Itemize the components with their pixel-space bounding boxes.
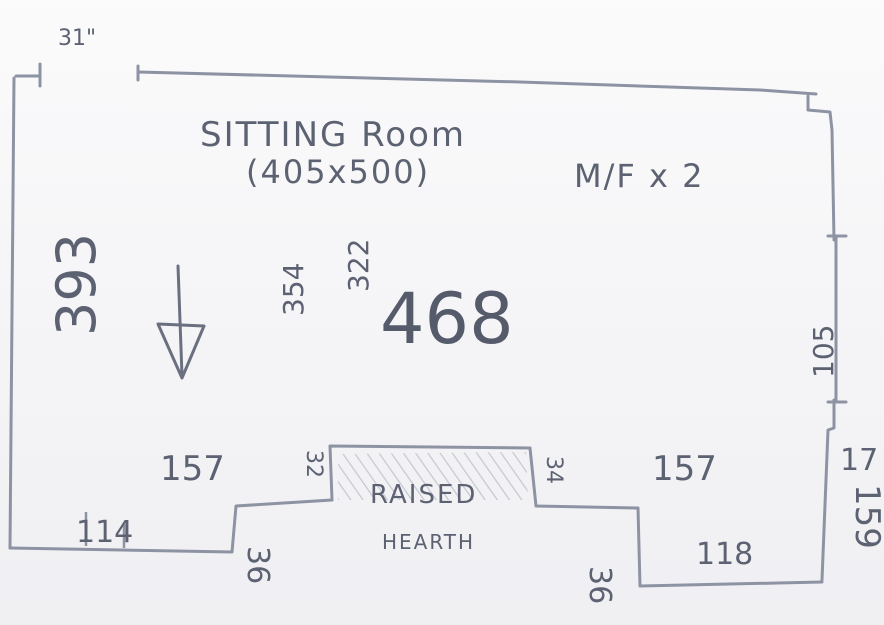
step-left-label: 36: [240, 546, 275, 585]
bottom-left-width-label: 114: [76, 515, 134, 550]
step-right-label: 36: [582, 566, 617, 605]
hearth-hatch: [338, 452, 528, 500]
room-title: SITTING Room: [200, 115, 466, 155]
fixture-note: M/F x 2: [574, 157, 705, 195]
hearth-label: RAISED: [370, 480, 478, 510]
direction-arrow-icon: [156, 264, 206, 380]
hearth-label-2: HEARTH: [382, 530, 476, 554]
right-offset-label: 17: [840, 443, 879, 478]
hearth-right-step-label: 34: [541, 456, 566, 484]
room-width-label: 468: [380, 278, 514, 360]
left-height-label: 393: [45, 232, 108, 336]
wall-right-lower: [820, 398, 836, 582]
bottom-right-width-label: 118: [696, 537, 754, 572]
wall-right-upper: [806, 94, 836, 242]
left-alcove-depth-label: 157: [160, 449, 225, 489]
wall-top: [136, 70, 818, 96]
wall-bottom-right: [528, 446, 824, 588]
right-window-label: 105: [807, 324, 840, 378]
right-alcove-depth-label: 157: [652, 449, 717, 489]
hearth-left-step-label: 32: [301, 450, 326, 478]
inner-height-1-label: 354: [277, 262, 310, 316]
wall-left: [8, 76, 16, 550]
door-width-label: 31": [58, 26, 97, 51]
hearth-top: [328, 444, 532, 502]
window-right: [826, 234, 848, 404]
room-dimensions-note: (405x500): [246, 153, 431, 191]
wall-bottom-left: [8, 498, 334, 554]
